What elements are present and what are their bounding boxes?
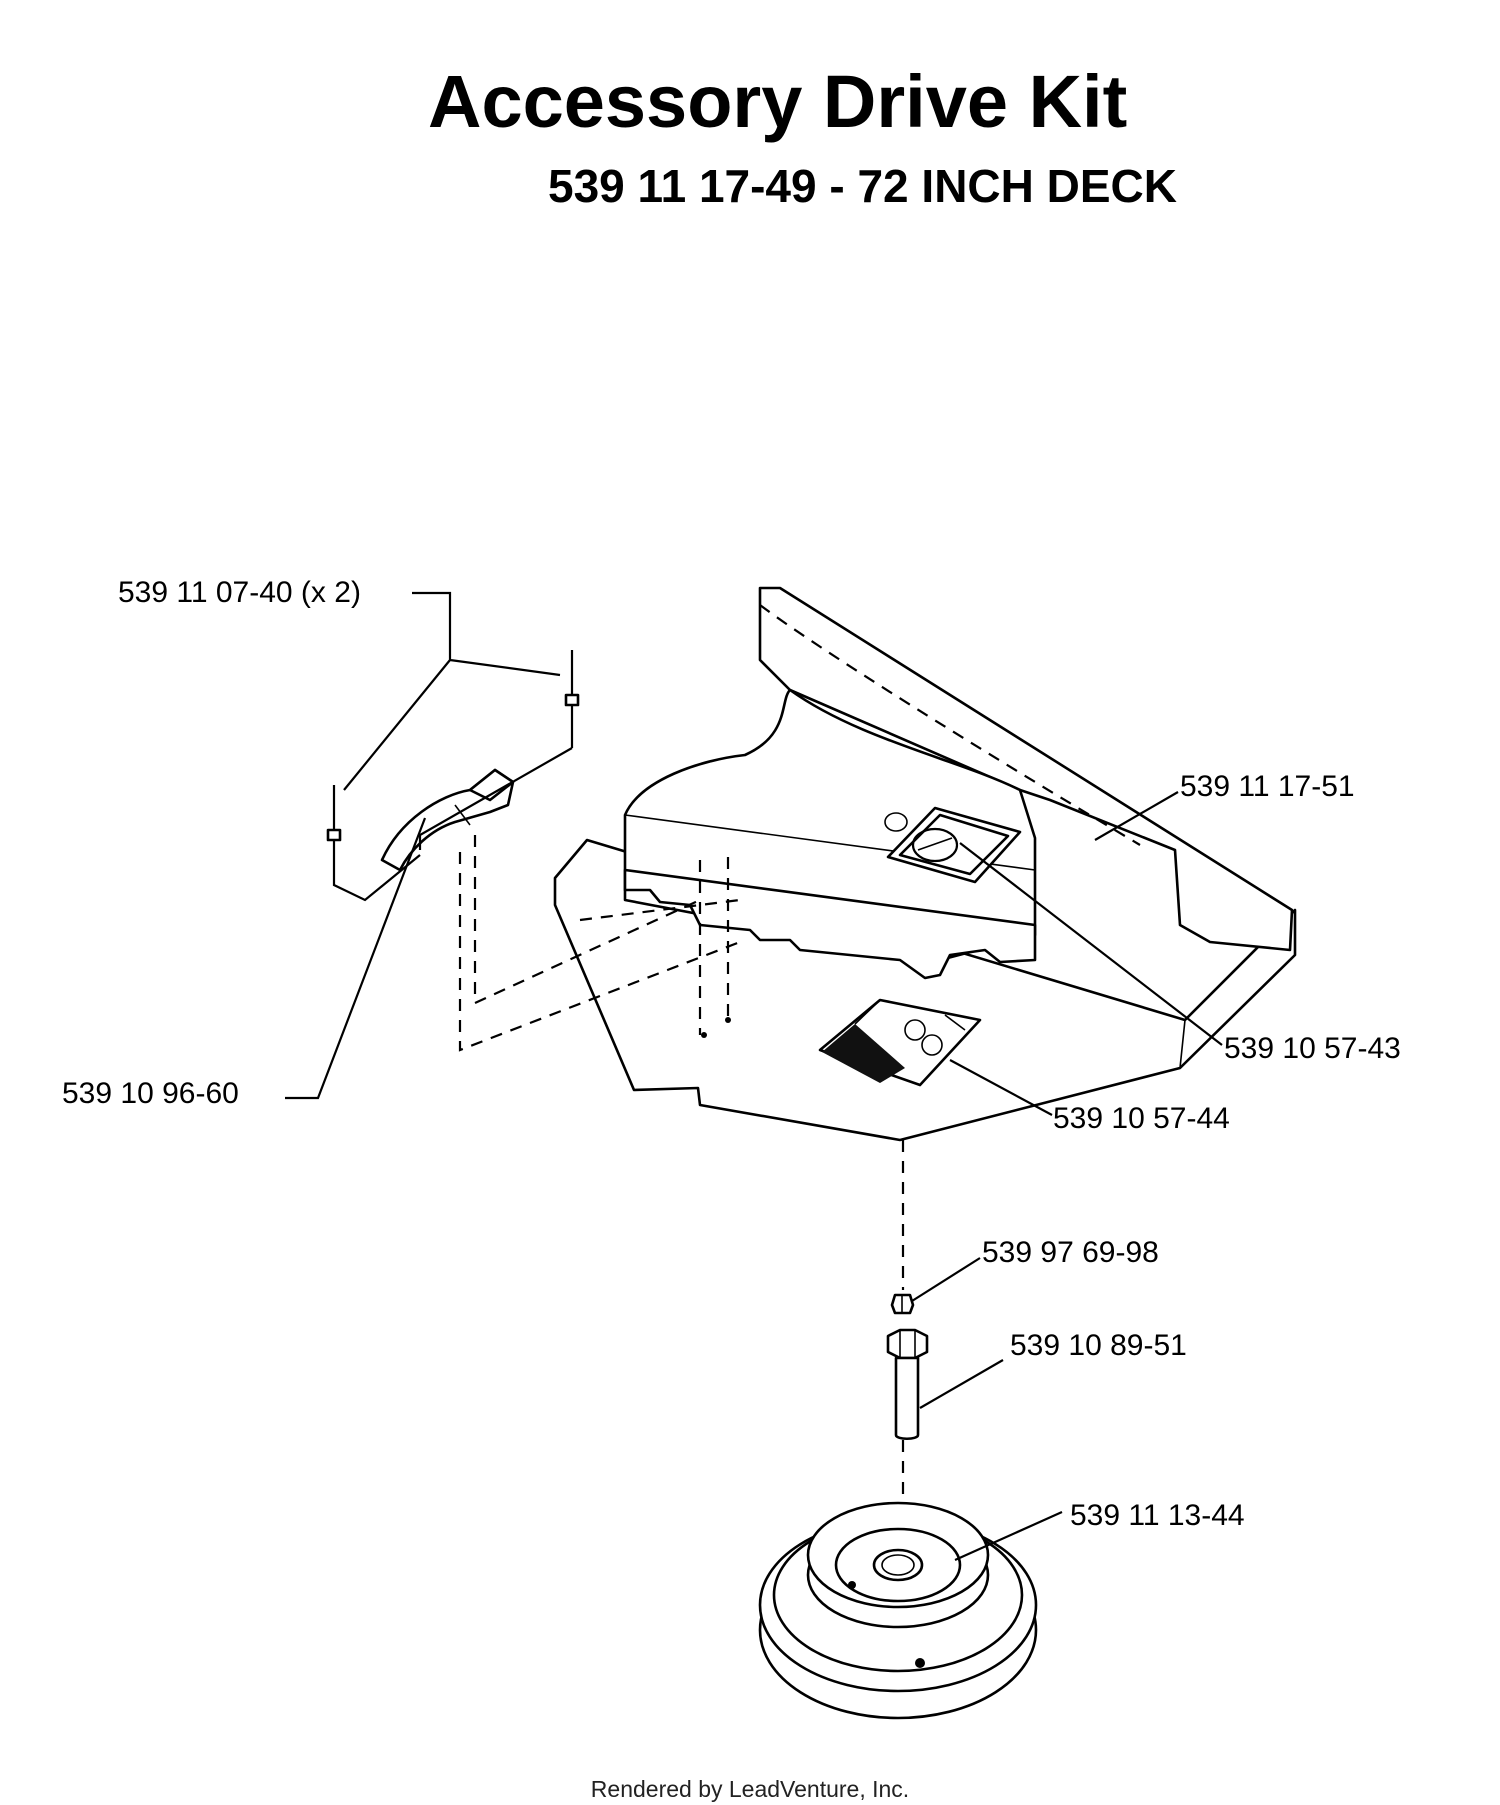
leader-spring-clip — [285, 817, 427, 1100]
hidden-line-5 — [579, 898, 741, 922]
label-decal-top: 539 10 57-43 — [1224, 1032, 1401, 1065]
label-spring-clip: 539 10 96-60 — [62, 1077, 239, 1110]
footer-credit: Rendered by LeadVenture, Inc. — [591, 1776, 909, 1802]
bolt-539-10-89-51 — [886, 1328, 929, 1441]
label-shield: 539 11 17-51 — [1180, 770, 1355, 803]
pulley-hole-2 — [915, 1658, 925, 1668]
pulley-539-11-13-44 — [758, 1501, 1038, 1720]
pin-right — [564, 650, 580, 748]
hidden-line-2 — [473, 835, 701, 1005]
label-nut: 539 97 69-98 — [982, 1236, 1159, 1269]
nut-539-97-69-98 — [890, 1293, 915, 1315]
label-decal-deck: 539 10 57-44 — [1053, 1102, 1230, 1135]
pin-guide-lines — [332, 747, 573, 902]
leader-nut — [911, 1257, 981, 1302]
leader-bolt — [919, 1359, 1004, 1409]
leader-decal-top — [959, 842, 1223, 1046]
leader-decal-deck — [949, 1059, 1053, 1116]
leader-pins — [343, 591, 561, 791]
label-hardware-pins: 539 11 07-40 (x 2) — [118, 576, 361, 609]
deck-hole-2 — [725, 1017, 731, 1023]
leader-pulley — [954, 1510, 1063, 1562]
label-pulley: 539 11 13-44 — [1070, 1499, 1245, 1532]
shield-539-11-17-51 — [623, 586, 1294, 980]
hidden-line-1 — [458, 852, 741, 1052]
decal-539-10-57-44 — [818, 998, 982, 1087]
leader-shield — [1094, 791, 1179, 841]
label-bolt: 539 10 89-51 — [1010, 1329, 1187, 1362]
page-subtitle: 539 11 17-49 - 72 INCH DECK — [548, 160, 1177, 212]
deck-hole-1 — [701, 1032, 707, 1038]
pin-left — [326, 785, 342, 855]
pulley-hole-1 — [848, 1581, 856, 1589]
page-title: Accessory Drive Kit — [428, 60, 1127, 143]
